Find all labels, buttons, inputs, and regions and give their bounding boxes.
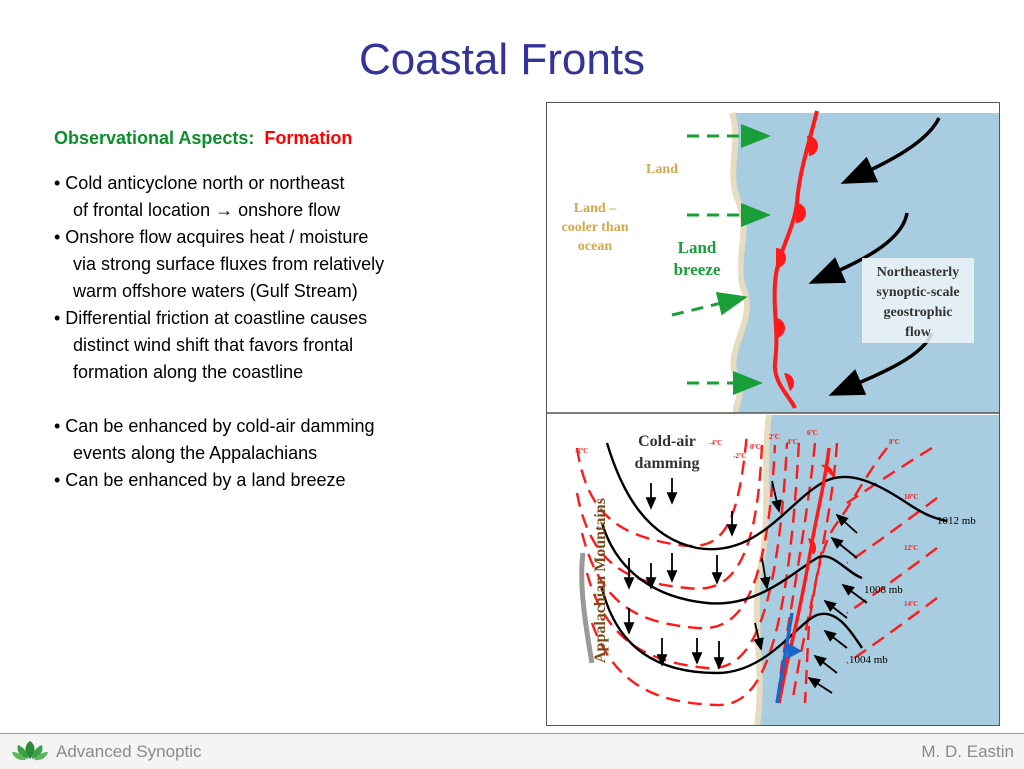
bullet-line: formation along the coastline — [73, 362, 304, 382]
appalachian-mountains-label: Appalachian Mountains — [592, 498, 609, 663]
isobar-1008 — [600, 522, 863, 605]
isotherm-label: 6ºC — [807, 429, 818, 437]
cad-label: damming — [635, 455, 700, 472]
land-cooler-label: cooler than — [561, 220, 628, 235]
coastline — [753, 414, 772, 725]
cold-front-line — [775, 612, 794, 704]
warm-front-symbol — [776, 248, 786, 268]
footer-course: Advanced Synoptic — [56, 742, 202, 761]
warm-front-symbol — [774, 317, 786, 338]
land-breeze-arrow — [671, 292, 748, 317]
lotus-logo-icon — [12, 741, 48, 761]
footer-author: M. D. Eastin — [921, 742, 1014, 761]
isobar-label: 1008 mb — [864, 584, 903, 596]
land-label: Land — [646, 162, 678, 177]
bullet-line: of frontal location → onshore flow — [73, 200, 341, 220]
isotherm-label: 2ºC — [769, 433, 780, 441]
bullet-line: • Onshore flow acquires heat / moisture — [54, 227, 369, 247]
land-breeze-label: Land — [678, 238, 717, 257]
flow-label-box — [862, 258, 974, 343]
isotherm-label: 10ºC — [904, 493, 918, 501]
bullet-line: • Differential friction at coastline cau… — [54, 308, 368, 328]
coastal-front-figure: Land Land – cooler than ocean Land breez… — [546, 102, 1000, 726]
bullet-line: • Can be enhanced by a land breeze — [54, 470, 346, 490]
section-heading: Observational Aspects: Formation — [54, 128, 352, 149]
isobar-lines — [600, 442, 948, 675]
bullet-line: distinct wind shift that favors frontal — [73, 335, 354, 355]
land-cooler-label: Land – — [574, 201, 617, 216]
isotherm-label: -4ºC — [709, 439, 722, 447]
bullet-line: events along the Appalachians — [73, 443, 318, 463]
warm-front-symbol — [807, 135, 819, 156]
isotherm-label: -2ºC — [575, 447, 588, 455]
coastal-front-line — [772, 110, 819, 409]
isotherm-label: 12ºC — [904, 544, 918, 552]
warm-front-symbol — [821, 464, 834, 477]
isotherm-label: 8ºC — [889, 438, 900, 446]
bullet-line: • Cold anticyclone north or northeast — [54, 173, 345, 193]
land-cooler-label: ocean — [578, 239, 612, 254]
isotherm-labels: -2ºC -4ºC -2ºC 0ºC 2ºC 4ºC 6ºC 8ºC 10ºC … — [575, 429, 918, 608]
isobar-label: 1012 mb — [937, 515, 976, 527]
footer-bar: Advanced Synoptic M. D. Eastin — [0, 733, 1024, 769]
land-breeze-label: breeze — [674, 260, 721, 279]
bullet-line: • Can be enhanced by cold-air damming — [54, 416, 375, 436]
isobar-1004 — [600, 587, 863, 675]
flow-label: flow — [905, 325, 932, 340]
bullet-line: warm offshore waters (Gulf Stream) — [73, 281, 358, 301]
appalachian-ridge — [579, 552, 595, 664]
isobar-1012 — [605, 442, 948, 551]
bullet-line: via strong surface fluxes from relativel… — [73, 254, 385, 274]
slide-title: Coastal Fronts — [358, 35, 646, 84]
heading-formation: Formation — [264, 128, 353, 148]
cad-wind-arrows — [623, 478, 782, 670]
isotherm-label: 14ºC — [904, 600, 918, 608]
heading-observational: Observational Aspects: — [54, 128, 255, 148]
cold-front-symbol — [787, 643, 802, 659]
flow-label: geostrophic — [884, 305, 953, 320]
warm-front-symbol — [796, 203, 806, 223]
isotherm-lines — [575, 432, 938, 707]
coastal-front-diagram: Land Land – cooler than ocean Land breez… — [547, 103, 999, 725]
isobar-label: 1004 mb — [849, 654, 888, 666]
geostrophic-flow-arrow — [840, 117, 941, 184]
warm-front-symbol — [784, 373, 794, 391]
isotherm-label: 0ºC — [750, 443, 761, 451]
onshore-wind-arrows — [807, 513, 868, 694]
isotherm-label: -2ºC — [733, 452, 746, 460]
isotherm-label: 4ºC — [787, 438, 798, 446]
flow-label: synoptic-scale — [876, 285, 959, 300]
geostrophic-flow-arrow — [808, 212, 909, 284]
cad-label: Cold-air — [638, 433, 696, 450]
top-panel: Land Land – cooler than ocean Land breez… — [547, 103, 999, 416]
ocean-area — [756, 415, 999, 725]
warm-front-symbol — [808, 538, 817, 555]
bullet-list: • Cold anticyclone north or northeast of… — [54, 170, 494, 494]
flow-label: Northeasterly — [877, 265, 959, 280]
bottom-panel: Cold-air damming Appalachian Mountains 1… — [575, 414, 999, 725]
